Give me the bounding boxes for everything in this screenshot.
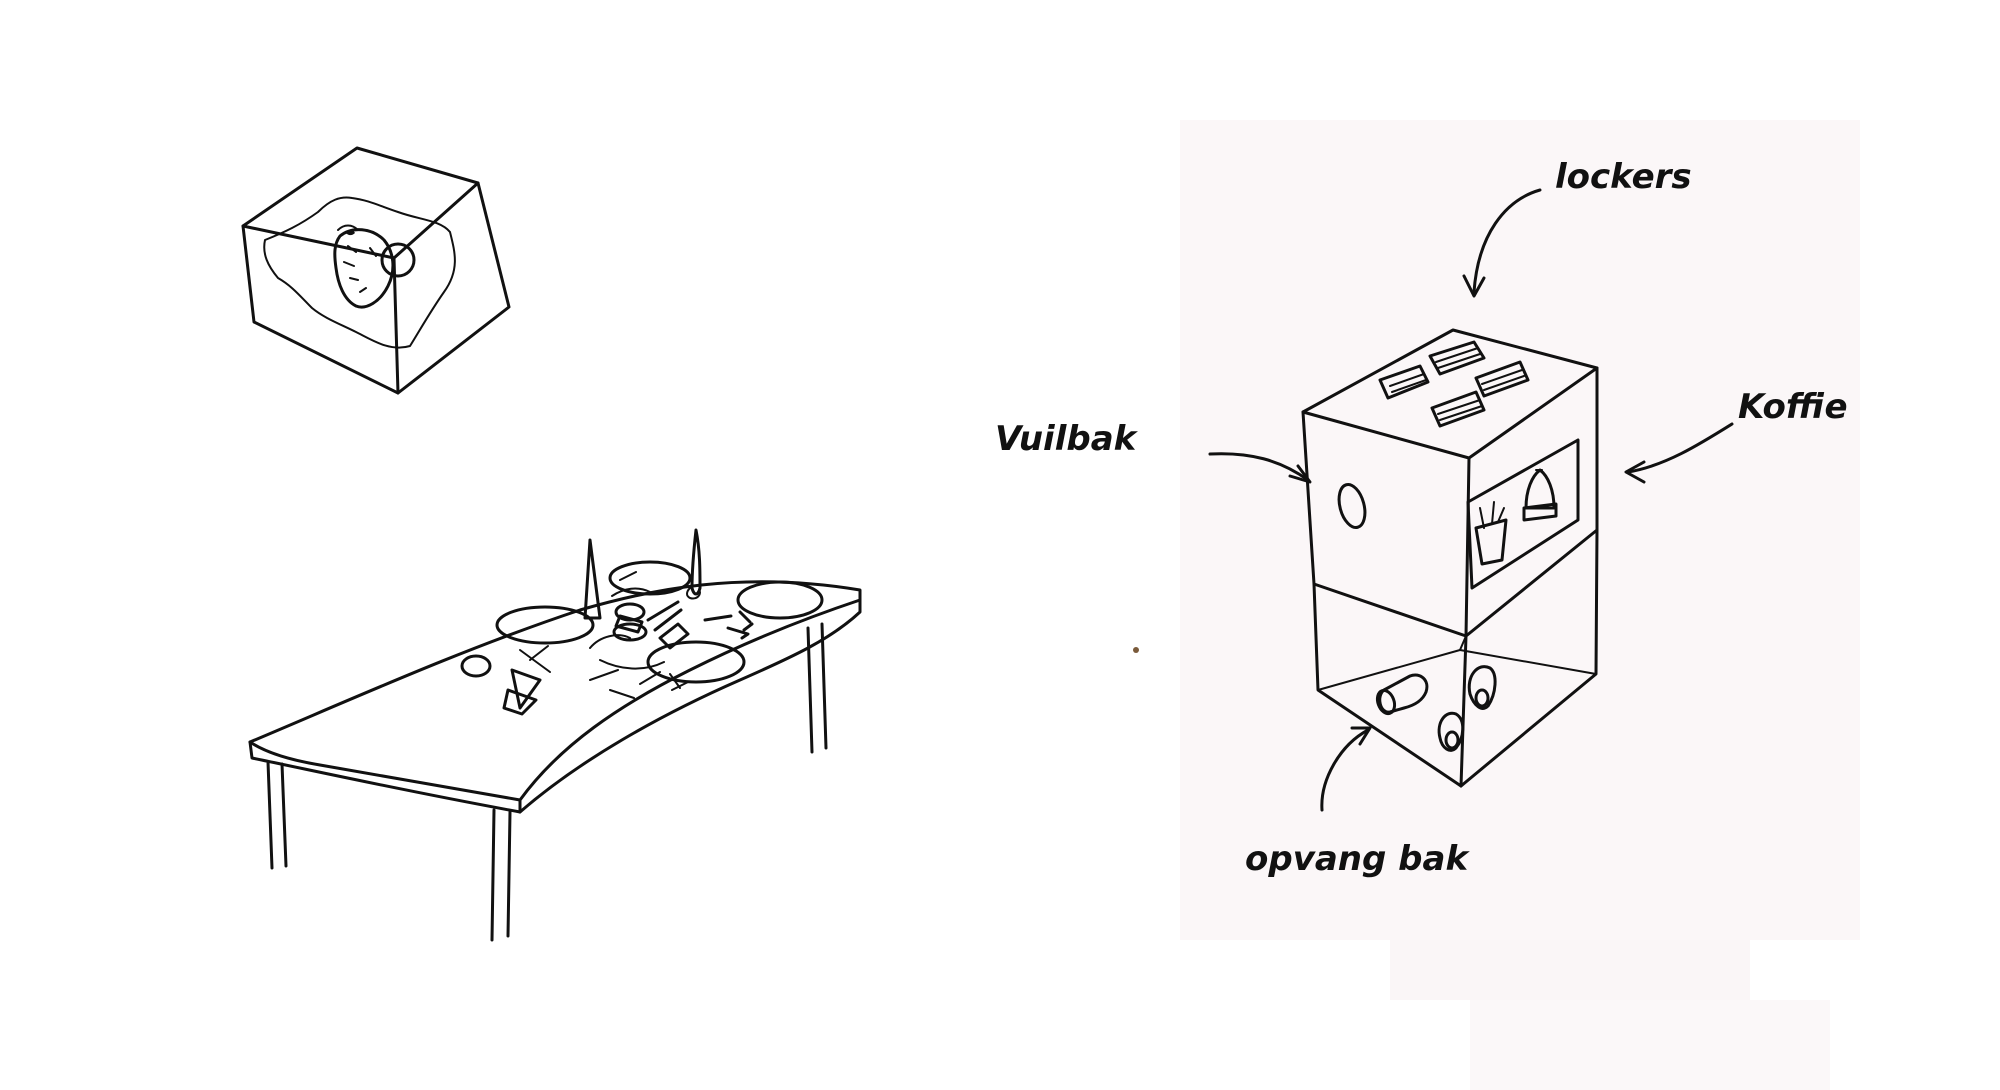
- label-opvang-bak: opvang bak: [1245, 839, 1470, 879]
- food-cube-sketch: [243, 148, 509, 393]
- label-koffie: Koffie: [1738, 387, 1848, 427]
- label-vuilbak: Vuilbak: [995, 419, 1139, 459]
- paper-panels: [1133, 120, 1860, 1090]
- table-sketch: [250, 530, 860, 940]
- label-lockers: lockers: [1555, 157, 1692, 197]
